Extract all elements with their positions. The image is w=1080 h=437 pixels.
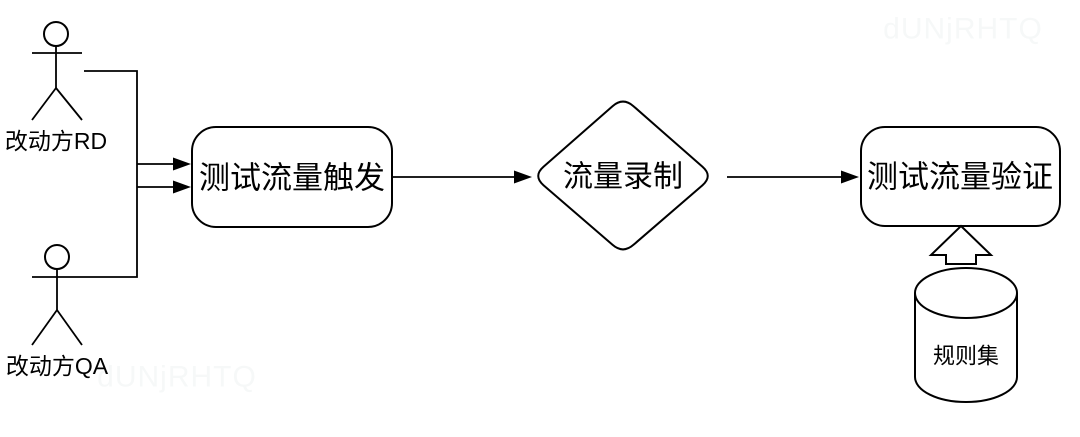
block-arrow-up-icon [928, 224, 994, 265]
node-ruleset-cylinder [914, 267, 1018, 403]
edge-record-to-verify [727, 170, 859, 184]
watermark-bottom-left: dUNjRHTQ [97, 361, 257, 394]
actor-rd-label: 改动方RD [5, 128, 107, 154]
actor-qa-leg-left [31, 309, 58, 346]
actor-rd-head [43, 21, 69, 47]
node-trigger-label: 测试流量触发 [199, 161, 385, 196]
actor-qa-leg-right [56, 309, 83, 346]
edge-qa-arrowhead-icon [173, 180, 191, 194]
edge-trigger-record-arrowhead-icon [514, 170, 532, 184]
cylinder-top [914, 267, 1018, 319]
node-record-diamond [537, 100, 709, 251]
edge-rd-arrowhead-icon [173, 157, 191, 171]
actor-qa-head [44, 244, 70, 270]
cylinder-body [914, 293, 1018, 403]
node-ruleset-label: 规则集 [933, 344, 999, 369]
actor-rd-leg-left [31, 87, 57, 121]
actor-rd-leg-right [55, 87, 83, 121]
actor-rd-figure [31, 21, 83, 121]
connector-actors-trunk [32, 70, 138, 278]
watermark-top-right: dUNjRHTQ [883, 13, 1043, 46]
edge-trigger-to-record [393, 170, 532, 184]
edge-actors-to-trigger [137, 157, 191, 194]
node-trigger-box [191, 126, 393, 228]
node-verify-label: 测试流量验证 [867, 160, 1053, 195]
edge-record-verify-arrowhead-icon [841, 170, 859, 184]
node-record-label: 流量录制 [563, 161, 683, 194]
actor-qa-figure [31, 244, 83, 346]
actor-qa-label: 改动方QA [6, 353, 109, 379]
